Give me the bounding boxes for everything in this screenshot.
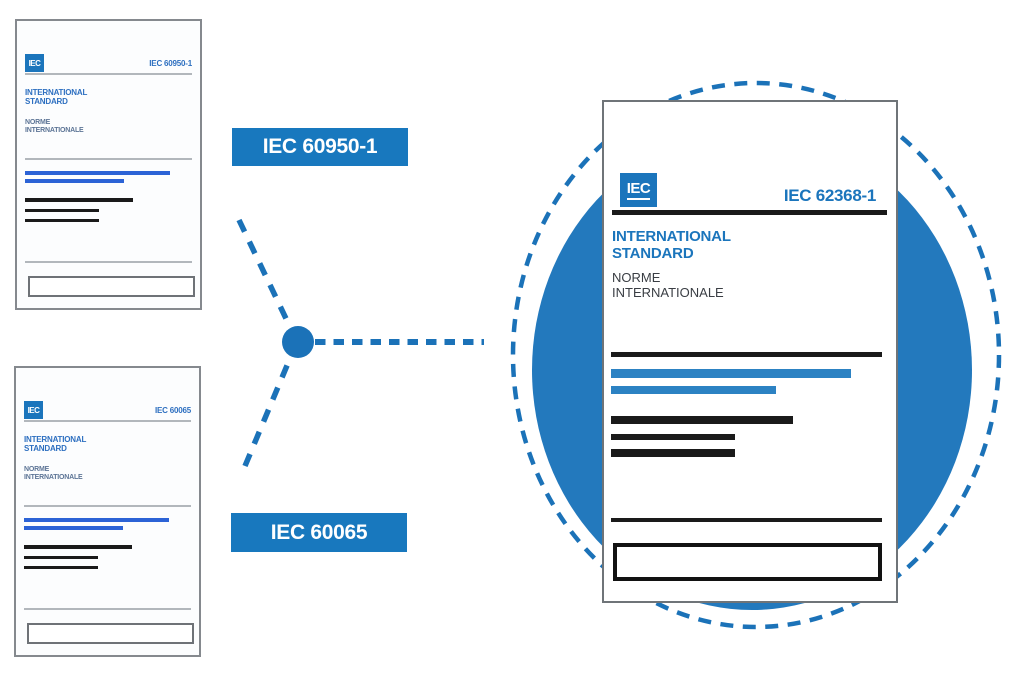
title-french: NORME INTERNATIONALE (24, 466, 83, 481)
divider-line (25, 158, 192, 160)
title-french: NORME INTERNATIONALE (612, 270, 724, 300)
title-english: INTERNATIONAL STANDARD (24, 435, 87, 453)
standard-number: IEC 60950-1 (149, 59, 192, 68)
standard-number: IEC 60065 (154, 406, 191, 415)
standard-number: IEC 62368-1 (783, 186, 876, 205)
text-placeholder-bar (25, 198, 133, 202)
iec-logo: IEC (620, 173, 657, 207)
dashed-circle-outline (510, 80, 1002, 630)
text-placeholder-bar (24, 545, 132, 549)
text-placeholder-bar (24, 526, 123, 530)
divider-line (24, 608, 191, 610)
divider-line (25, 261, 192, 263)
label-iec-60065: IEC 60065 (231, 513, 407, 552)
dashed-line-bottom (242, 354, 294, 468)
divider-line (25, 73, 192, 75)
merge-node-dot (282, 326, 314, 358)
divider-line (24, 420, 191, 422)
iec-logo-text: IEC (626, 180, 651, 200)
title-french: NORME INTERNATIONALE (25, 119, 84, 134)
text-placeholder-bar (611, 369, 851, 378)
divider-line (611, 518, 882, 522)
footer-box (28, 276, 195, 297)
document-iec-62368-1: IEC IEC 62368-1 INTERNATIONAL STANDARD N… (602, 100, 898, 603)
footer-box (613, 543, 882, 581)
title-english: INTERNATIONAL STANDARD (25, 88, 88, 106)
text-placeholder-bar (611, 416, 793, 424)
divider-line (611, 352, 882, 357)
dashed-line-top (236, 218, 294, 331)
text-placeholder-bar (25, 209, 99, 212)
text-placeholder-bar (24, 518, 169, 522)
iec-logo-text: IEC (28, 58, 41, 68)
footer-box (27, 623, 194, 644)
iec-logo-text: IEC (27, 405, 40, 415)
divider-line (24, 505, 191, 507)
text-placeholder-bar (24, 556, 98, 559)
iec-logo: IEC (24, 401, 43, 419)
text-placeholder-bar (611, 386, 776, 394)
title-english: INTERNATIONAL STANDARD (612, 228, 731, 262)
divider-line (612, 210, 887, 215)
label-iec-60950-1: IEC 60950-1 (232, 128, 408, 166)
text-placeholder-bar (611, 449, 735, 457)
text-placeholder-bar (25, 219, 99, 222)
text-placeholder-bar (24, 566, 98, 569)
text-placeholder-bar (25, 179, 124, 183)
text-placeholder-bar (25, 171, 170, 175)
iec-logo: IEC (25, 54, 44, 72)
document-iec-60950-1: IEC IEC 60950-1 INTERNATIONAL STANDARD N… (15, 19, 202, 310)
text-placeholder-bar (611, 434, 735, 440)
document-iec-60065: IEC IEC 60065 INTERNATIONAL STANDARD NOR… (14, 366, 201, 657)
